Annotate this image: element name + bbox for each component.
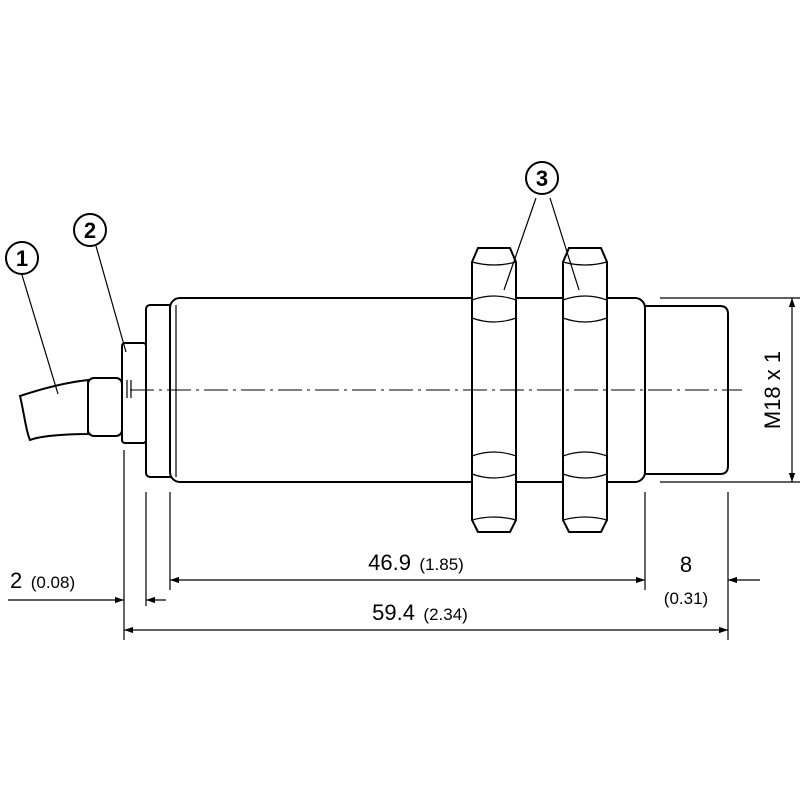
dim-gland-length: 2 (0.08): [10, 568, 75, 593]
dim-face-value: 8: [680, 552, 692, 577]
dimension-lines: [8, 298, 796, 634]
callout-1-number: 1: [16, 246, 28, 271]
callout-3: 3: [525, 161, 559, 195]
dim-total-length: 59.4 (2.34): [372, 600, 468, 625]
callout-1: 1: [5, 241, 39, 275]
cable-gland: [87, 342, 147, 444]
callout-2-number: 2: [84, 218, 96, 243]
leader-lines: [21, 197, 580, 395]
dim-total-inch: (2.34): [423, 605, 467, 624]
dim-body-value: 46.9: [368, 550, 411, 575]
cable: [18, 378, 89, 442]
dim-face-inch: (0.31): [664, 589, 708, 608]
callout-2: 2: [73, 213, 107, 247]
dim-body-inch: (1.85): [419, 555, 463, 574]
extension-lines: [123, 297, 800, 640]
dim-total-value: 59.4: [372, 600, 415, 625]
callout-3-number: 3: [536, 166, 548, 191]
dim-gland-value: 2: [10, 568, 22, 593]
dim-body-length: 46.9 (1.85): [368, 550, 464, 575]
dim-thread-label: M18 x 1: [760, 351, 785, 429]
dim-gland-inch: (0.08): [31, 573, 75, 592]
